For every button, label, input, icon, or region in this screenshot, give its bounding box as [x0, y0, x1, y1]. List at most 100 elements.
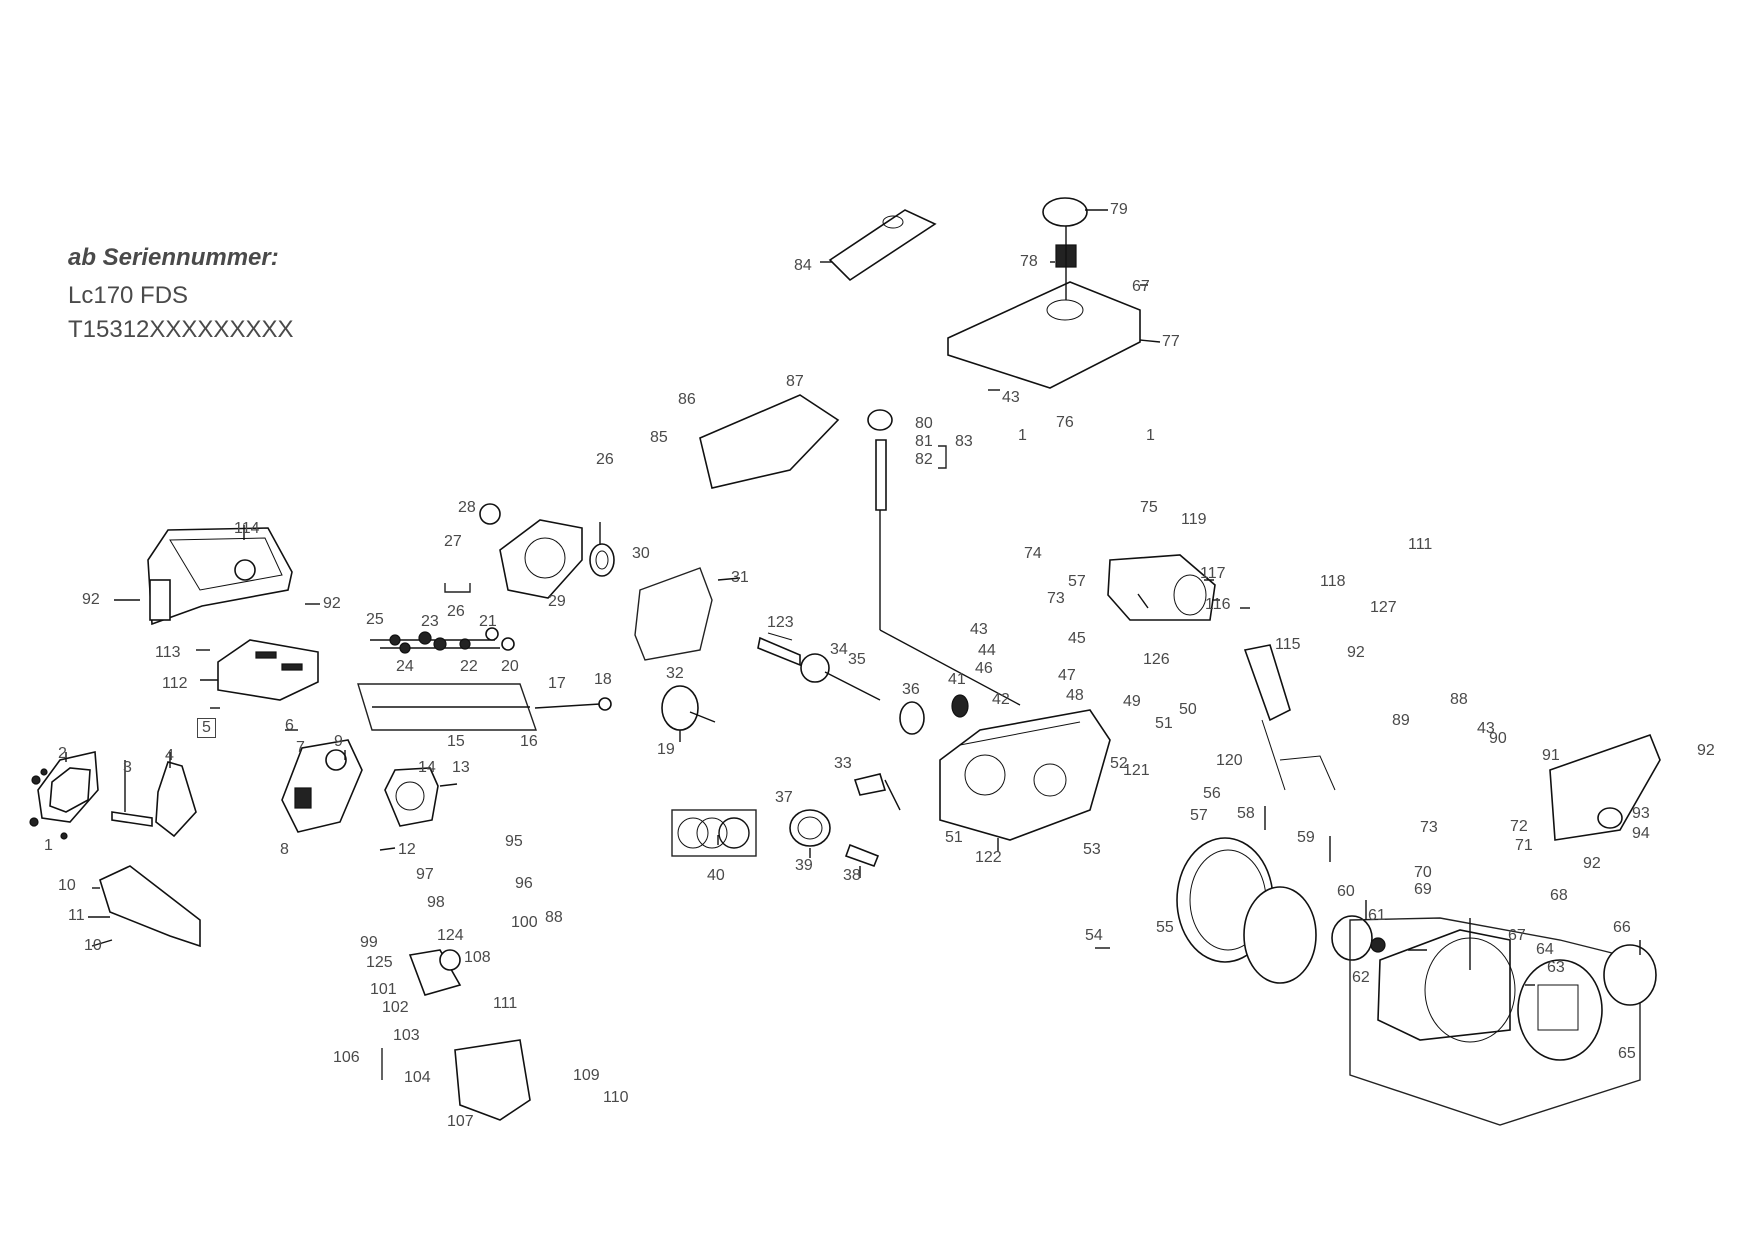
part-head-gasket — [384, 767, 439, 827]
callout-97: 97 — [416, 866, 434, 883]
callout-92: 92 — [1697, 742, 1715, 759]
part-crankcase-gasket — [634, 567, 713, 661]
callout-127: 127 — [1370, 599, 1397, 616]
callout-79: 79 — [1110, 201, 1128, 218]
callout-36: 36 — [902, 681, 920, 698]
callout-114: 114 — [234, 520, 260, 537]
leader-lines — [65, 209, 1641, 986]
callout-83: 83 — [955, 433, 973, 450]
callout-10: 10 — [58, 877, 76, 894]
part-engine-block — [939, 709, 1111, 841]
callout-48: 48 — [1066, 687, 1084, 704]
callout-3: 3 — [123, 759, 132, 776]
callout-17: 17 — [548, 675, 566, 692]
part-flywheel — [1176, 837, 1386, 984]
callout-50: 50 — [1179, 701, 1197, 718]
callout-7: 7 — [296, 739, 305, 756]
callout-122: 122 — [975, 849, 1002, 866]
callout-116: 116 — [1205, 596, 1231, 613]
callout-45: 45 — [1068, 630, 1086, 647]
bracket-26 — [444, 583, 471, 593]
part-air-filter-element — [217, 639, 319, 701]
callout-2: 2 — [58, 745, 67, 762]
callout-49: 49 — [1123, 693, 1141, 710]
callout-51: 51 — [1155, 715, 1173, 732]
callout-92: 92 — [323, 595, 341, 612]
part-fuel-tank — [947, 197, 1141, 389]
callout-44: 44 — [978, 642, 996, 659]
callout-52: 52 — [1110, 755, 1128, 772]
callout-64: 64 — [1536, 941, 1554, 958]
part-cylinder-head — [281, 739, 363, 833]
callout-4: 4 — [165, 747, 174, 764]
callout-11: 11 — [68, 907, 85, 924]
callout-106: 106 — [333, 1049, 360, 1066]
callout-85: 85 — [650, 429, 668, 446]
callout-56: 56 — [1203, 785, 1221, 802]
callout-35: 35 — [848, 651, 866, 668]
callout-88: 88 — [1450, 691, 1468, 708]
callout-29: 29 — [548, 593, 566, 610]
callout-58: 58 — [1237, 805, 1255, 822]
callout-103: 103 — [393, 1027, 420, 1044]
callout-61: 61 — [1368, 907, 1386, 924]
callout-9: 9 — [334, 733, 343, 750]
callout-37: 37 — [775, 789, 793, 806]
callout-51: 51 — [945, 829, 963, 846]
callout-126: 126 — [1143, 651, 1170, 668]
callout-1: 1 — [1146, 427, 1155, 444]
part-starter-motor — [1107, 554, 1216, 621]
callout-96: 96 — [515, 875, 533, 892]
serial-number: T15312XXXXXXXXX — [68, 316, 294, 343]
callout-67: 67 — [1508, 927, 1526, 944]
callout-68: 68 — [1550, 887, 1568, 904]
callout-25: 25 — [366, 611, 384, 628]
callout-77: 77 — [1162, 333, 1180, 350]
callout-15: 15 — [447, 733, 465, 750]
callout-117: 117 — [1200, 565, 1226, 582]
callout-60: 60 — [1337, 883, 1355, 900]
part-valve-cover — [29, 751, 197, 840]
callout-1: 1 — [44, 837, 53, 854]
callout-31: 31 — [731, 569, 749, 586]
callout-53: 53 — [1083, 841, 1101, 858]
callout-93: 93 — [1632, 805, 1650, 822]
callout-87: 87 — [786, 373, 804, 390]
callout-57: 57 — [1190, 807, 1208, 824]
callout-82: 82 — [915, 451, 933, 468]
callout-118: 118 — [1320, 573, 1346, 590]
callout-27: 27 — [444, 533, 462, 550]
callout-8: 8 — [280, 841, 289, 858]
part-deflector — [99, 865, 201, 948]
callout-14: 14 — [418, 759, 436, 776]
callout-18: 18 — [594, 671, 612, 688]
callout-66: 66 — [1613, 919, 1631, 936]
part-crankcase-cover — [479, 503, 615, 599]
part-air-filter-cover — [147, 527, 293, 626]
callout-115: 115 — [1275, 636, 1301, 653]
callout-75: 75 — [1140, 499, 1158, 516]
part-fan-housing — [1349, 917, 1657, 1126]
callout-1: 1 — [1018, 427, 1027, 444]
part-oil-filler — [699, 394, 1021, 706]
part-bearing — [899, 694, 969, 735]
callout-65: 65 — [1618, 1045, 1636, 1062]
callout-5: 5 — [197, 718, 216, 738]
callout-100: 100 — [511, 914, 538, 931]
part-connecting-rod — [853, 773, 901, 811]
callout-41: 41 — [948, 671, 966, 688]
callout-59: 59 — [1297, 829, 1315, 846]
callout-19: 19 — [657, 741, 675, 758]
callout-73: 73 — [1047, 590, 1065, 607]
callout-13: 13 — [452, 759, 470, 776]
callout-78: 78 — [1020, 253, 1038, 270]
callout-101: 101 — [370, 981, 397, 998]
callout-67: 67 — [1132, 278, 1150, 295]
part-camshaft — [661, 685, 716, 731]
callout-92: 92 — [1347, 644, 1365, 661]
callout-16: 16 — [520, 733, 538, 750]
callout-43: 43 — [1002, 389, 1020, 406]
callout-80: 80 — [915, 415, 933, 432]
callout-26: 26 — [447, 603, 465, 620]
